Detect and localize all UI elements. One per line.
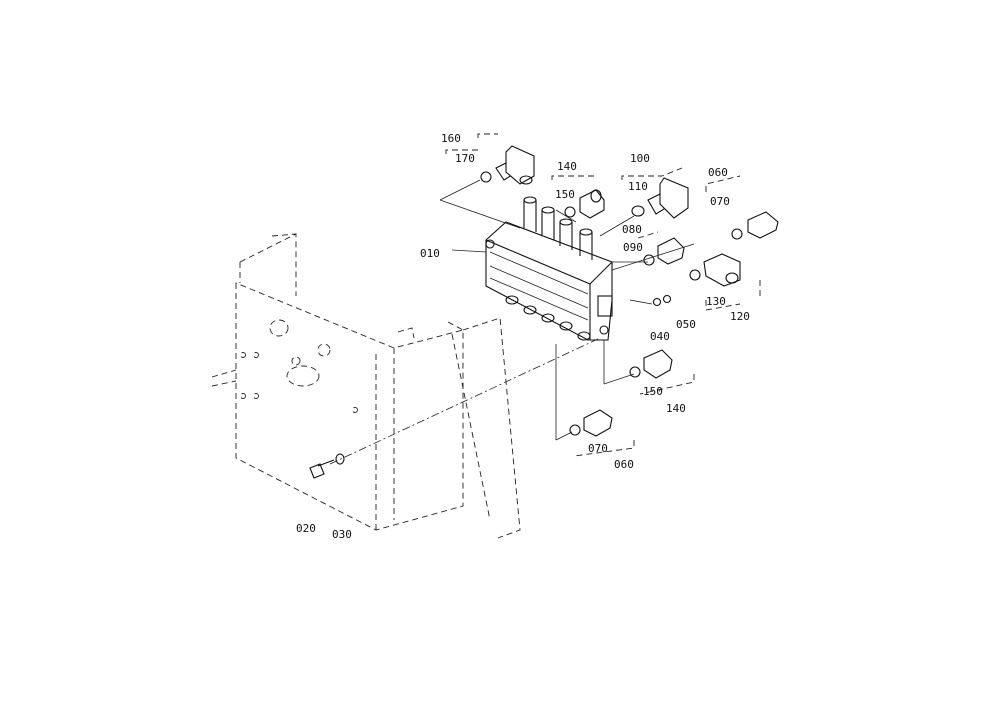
callout-140-upper: 140 [557,160,577,173]
control-valve-block [485,196,613,341]
straight-fitting-080 [643,237,685,266]
o-rings-040-050 [652,294,672,307]
bolt-020 [309,459,335,479]
callout-100: 100 [630,152,650,165]
callout-140-lower: 140 [666,402,686,415]
elbow-fitting-120 [689,253,741,287]
callout-170: 170 [455,152,475,165]
callout-150-upper: 150 [555,188,575,201]
washer-030 [335,453,345,465]
callout-130: 130 [706,295,726,308]
callout-060-lower: 060 [614,458,634,471]
callout-120: 120 [730,310,750,323]
mounting-bracket [211,233,521,539]
straight-fitting-060-lower [569,409,613,437]
callout-060-upper: 060 [708,166,728,179]
straight-fitting-140-lower [629,349,673,379]
straight-fitting-140 [564,189,605,219]
callout-labels: 010 020 030 040 050 060 060 070 070 080 … [296,132,750,541]
callout-040: 040 [650,330,670,343]
callout-070-lower: 070 [588,442,608,455]
callout-080: 080 [622,223,642,236]
elbow-fitting-100 [631,177,689,219]
callout-160: 160 [441,132,461,145]
callout-150-lower: 150 [643,385,663,398]
callout-010: 010 [420,247,440,260]
callout-110: 110 [628,180,648,193]
callout-070-upper: 070 [710,195,730,208]
callout-030: 030 [332,528,352,541]
straight-fitting-060-upper [731,211,779,240]
callout-050: 050 [676,318,696,331]
callout-020: 020 [296,522,316,535]
callout-090: 090 [623,241,643,254]
elbow-fitting-160 [480,145,535,185]
leader-lines [329,133,761,465]
